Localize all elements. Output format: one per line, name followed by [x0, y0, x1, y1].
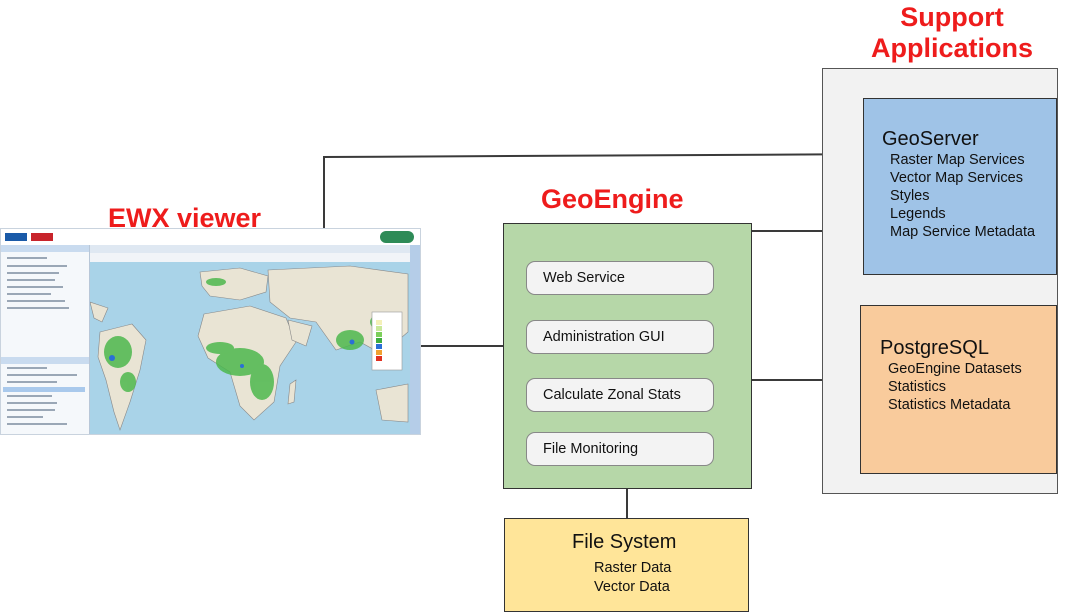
ewx-panel-header — [1, 245, 89, 252]
file-system-box: File System Raster Data Vector Data — [504, 518, 749, 612]
ewx-panel-line — [7, 307, 69, 309]
connector-geoengine-to-filesystem — [626, 487, 628, 519]
geoserver-item: Styles — [890, 188, 930, 204]
ewx-panel-selected — [3, 387, 85, 392]
ewx-panel-line — [7, 367, 47, 369]
geoserver-item: Raster Map Services — [890, 152, 1025, 168]
support-title-line2: Applications — [870, 33, 1033, 64]
ewx-panel-line — [7, 300, 65, 302]
fews-net-logo-icon — [380, 231, 414, 243]
ewx-panel-header — [1, 357, 89, 364]
geoengine-box: Web Service Administration GUI Calculate… — [503, 223, 752, 489]
postgresql-box: PostgreSQL GeoEngine Datasets Statistics… — [860, 305, 1057, 474]
ewx-viewer-screenshot — [0, 228, 421, 435]
geoserver-box: GeoServer Raster Map Services Vector Map… — [863, 98, 1057, 275]
administration-gui-component: Administration GUI — [526, 320, 714, 354]
file-monitoring-component: File Monitoring — [526, 432, 714, 466]
connector-ewx-to-geoserver-horizontal — [322, 153, 864, 158]
ewx-panel-line — [7, 265, 67, 267]
ewx-panel-line — [7, 286, 63, 288]
ewx-layer-panel — [1, 245, 90, 434]
file-system-item: Vector Data — [594, 579, 670, 595]
geoserver-item: Vector Map Services — [890, 170, 1023, 186]
support-applications-title: Support Applications — [862, 2, 1042, 64]
connector-geoengine-to-geoserver — [750, 230, 864, 232]
ewx-panel-line — [7, 272, 59, 274]
web-service-component: Web Service — [526, 261, 714, 295]
connector-geoengine-to-postgres — [750, 379, 861, 381]
file-system-title: File System — [572, 531, 677, 553]
ewx-panel-line — [7, 395, 52, 397]
ewx-panel-line — [7, 381, 57, 383]
calculate-zonal-stats-component: Calculate Zonal Stats — [526, 378, 714, 412]
support-title-line1: Support — [900, 2, 1004, 32]
postgresql-item: GeoEngine Datasets — [888, 361, 1022, 377]
ewx-panel-line — [7, 423, 67, 425]
ewx-header-bar — [1, 229, 420, 246]
ewx-panel-line — [7, 416, 43, 418]
ewx-panel-line — [7, 374, 77, 376]
geoserver-item: Legends — [890, 206, 946, 222]
world-map-image — [90, 262, 410, 434]
ewx-panel-line — [7, 257, 47, 259]
usgs-logo-icon — [5, 233, 27, 241]
ewx-panel-line — [7, 279, 55, 281]
file-system-item: Raster Data — [594, 560, 672, 576]
ewx-panel-line — [7, 293, 51, 295]
ewx-panel-line — [7, 402, 57, 404]
connector-ewx-to-geoserver-vertical — [323, 157, 325, 232]
geoengine-title: GeoEngine — [541, 184, 684, 214]
ewx-panel-line — [7, 409, 55, 411]
postgresql-item: Statistics — [888, 379, 947, 395]
usaid-logo-icon — [31, 233, 53, 241]
connector-ewx-to-geoengine — [419, 345, 504, 347]
postgresql-item: Statistics Metadata — [888, 397, 1011, 413]
ewx-right-strip — [410, 245, 420, 434]
geoserver-item: Map Service Metadata — [890, 224, 1036, 240]
postgresql-title: PostgreSQL — [880, 337, 989, 359]
geoserver-title: GeoServer — [882, 128, 979, 150]
